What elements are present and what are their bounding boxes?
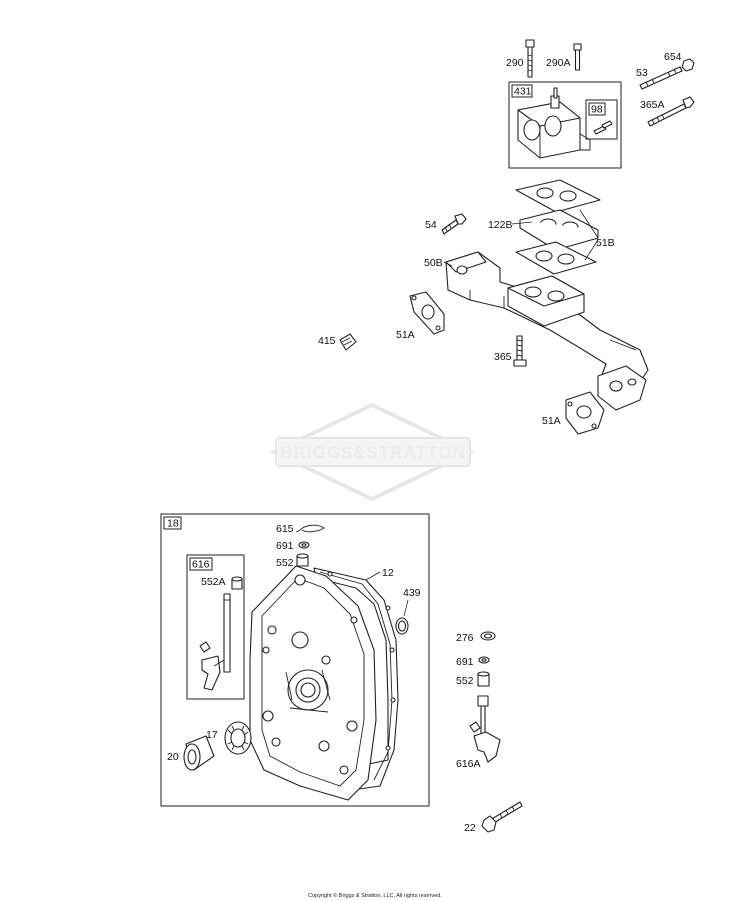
label-654: 654 [664,51,682,63]
label-615: 615 [276,523,294,535]
label-552A: 552A [201,576,226,588]
part-51A-gasket-left[interactable] [409,291,445,335]
label-365A: 365A [640,99,665,111]
label-54: 54 [425,219,437,231]
part-51B-gasket-lower[interactable] [515,241,597,275]
label-20: 20 [167,751,179,763]
part-122B-gasket[interactable] [515,179,601,213]
label-439: 439 [403,587,421,599]
part-54-bolt[interactable] [441,213,467,235]
label-415: 415 [318,335,336,347]
part-98-screws[interactable] [593,120,613,135]
kit-18-box: 18 616 552A 12 [160,513,430,807]
part-290A-bolt[interactable] [573,43,582,71]
part-365-bolt[interactable] [513,335,527,367]
part-654-nut[interactable] [681,58,695,72]
box-label-616: 616 [192,559,210,571]
watermark-text: BRIGGS&STRATTON [280,443,465,462]
part-17-bearing[interactable] [224,721,252,755]
part-615-clip[interactable] [295,524,325,533]
kit-431-box: 431 98 [508,81,622,169]
part-20-oil-seal[interactable] [183,735,215,771]
part-290-bolt[interactable] [525,39,535,78]
part-431-spacer[interactable] [517,87,591,159]
part-552-bushing-lower[interactable] [477,671,490,687]
part-616A-governor-shaft[interactable] [469,695,501,763]
label-616A: 616A [456,758,481,770]
label-51A-right: 51A [542,415,561,427]
copyright-notice: Copyright © Briggs & Stratton, LLC. All … [308,892,442,899]
part-51B-gasket-upper[interactable] [519,209,599,251]
label-552-upper: 552 [276,557,294,569]
part-50B-intake-manifold[interactable] [445,251,649,411]
label-51A-left: 51A [396,329,415,341]
label-290: 290 [506,57,524,69]
part-616-governor-shaft[interactable] [199,593,231,691]
box-label-431: 431 [514,86,532,98]
part-552A-bushing[interactable] [231,576,243,590]
label-122B: 122B [488,219,513,231]
label-17: 17 [206,729,218,741]
box-label-18: 18 [167,518,179,530]
label-365: 365 [494,351,512,363]
label-691-upper: 691 [276,540,294,552]
label-22: 22 [464,822,476,834]
part-691-washer-upper[interactable] [298,541,310,549]
part-439-o-ring[interactable] [395,617,409,635]
label-691-lower: 691 [456,656,474,668]
label-12: 12 [382,567,394,579]
brand-watermark: BRIGGS&STRATTON [269,402,475,502]
label-290A: 290A [546,57,571,69]
label-552-lower: 552 [456,675,474,687]
label-50B: 50B [424,257,443,269]
label-53: 53 [636,67,648,79]
part-691-washer-lower[interactable] [478,656,490,664]
part-415-plug[interactable] [339,333,357,351]
box-label-98: 98 [591,104,603,116]
part-365A-bolt[interactable] [647,96,695,127]
part-crankcase-cover[interactable] [249,565,377,801]
part-552-bushing-upper[interactable] [296,553,309,567]
part-22-bolt[interactable] [481,801,523,833]
label-276: 276 [456,632,474,644]
label-51B: 51B [596,237,615,249]
part-51A-gasket-right[interactable] [565,391,605,435]
part-53-stud[interactable] [639,66,683,90]
part-276-seal[interactable] [480,631,496,641]
